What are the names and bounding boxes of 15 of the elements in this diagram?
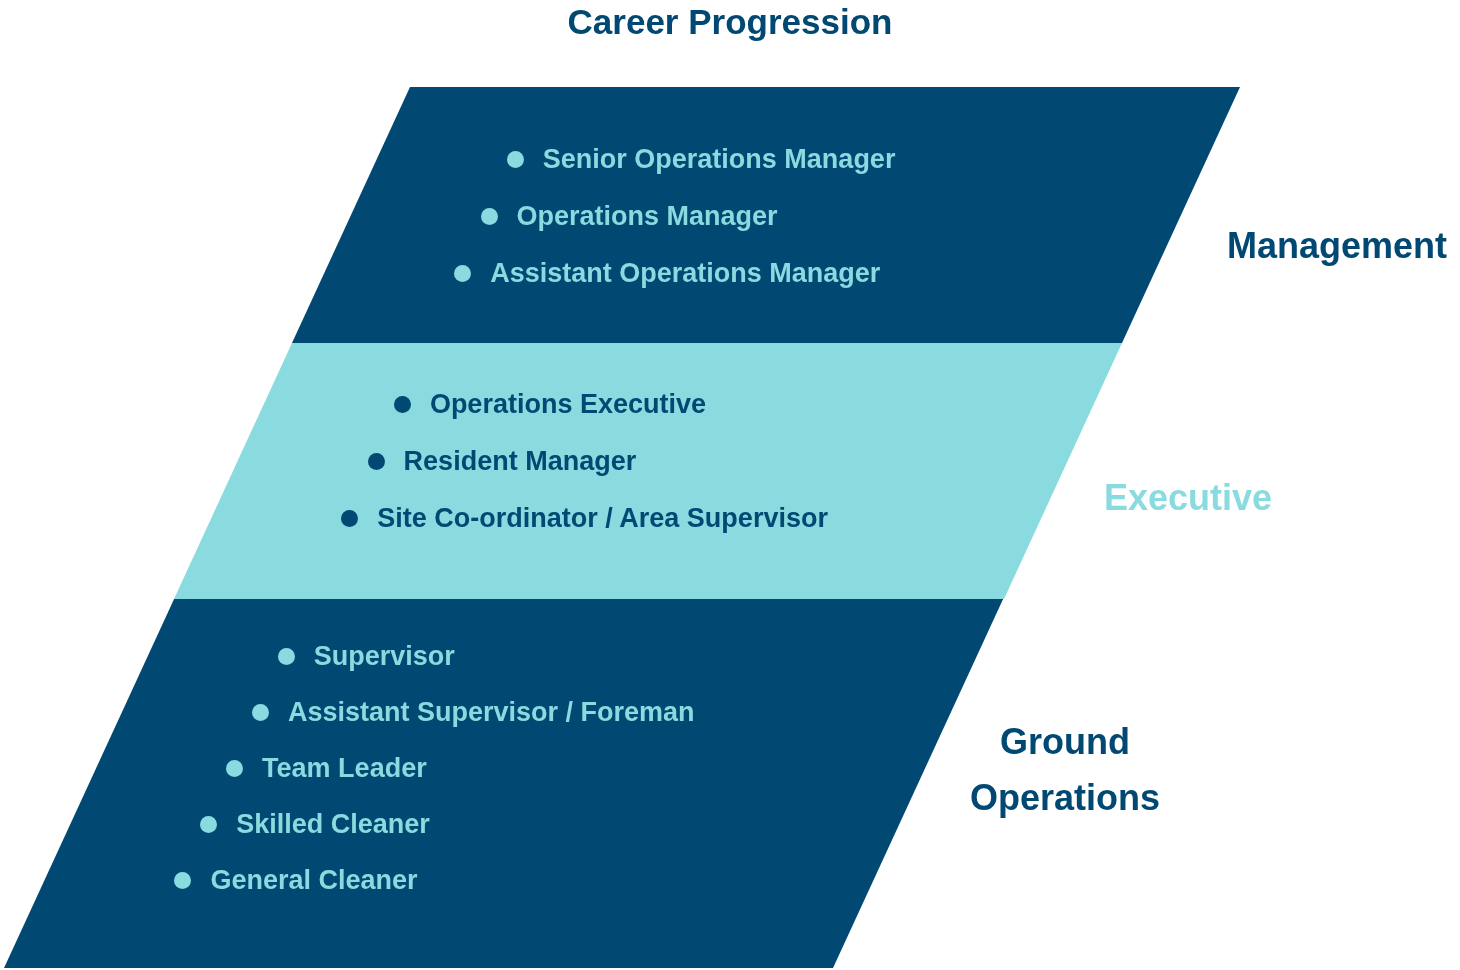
- role-text: General Cleaner: [210, 863, 418, 897]
- title: Career Progression: [566, 1, 894, 43]
- tier-label: Executive: [1102, 476, 1274, 520]
- role-text: Team Leader: [262, 751, 427, 785]
- role-text: Resident Manager: [403, 444, 637, 478]
- role-text: Assistant Operations Manager: [490, 256, 881, 290]
- role-text: Skilled Cleaner: [236, 807, 430, 841]
- role-text: Assistant Supervisor / Foreman: [287, 695, 695, 729]
- role-text: Operations Executive: [429, 387, 706, 421]
- tier-label: Management: [1225, 224, 1448, 268]
- tier-label: Ground Operations: [968, 720, 1161, 820]
- role-text: Supervisor: [313, 639, 455, 673]
- role-text: Site Co-ordinator / Area Supervisor: [377, 501, 828, 535]
- role-text: Operations Manager: [516, 199, 778, 233]
- role-text: Senior Operations Manager: [542, 142, 896, 176]
